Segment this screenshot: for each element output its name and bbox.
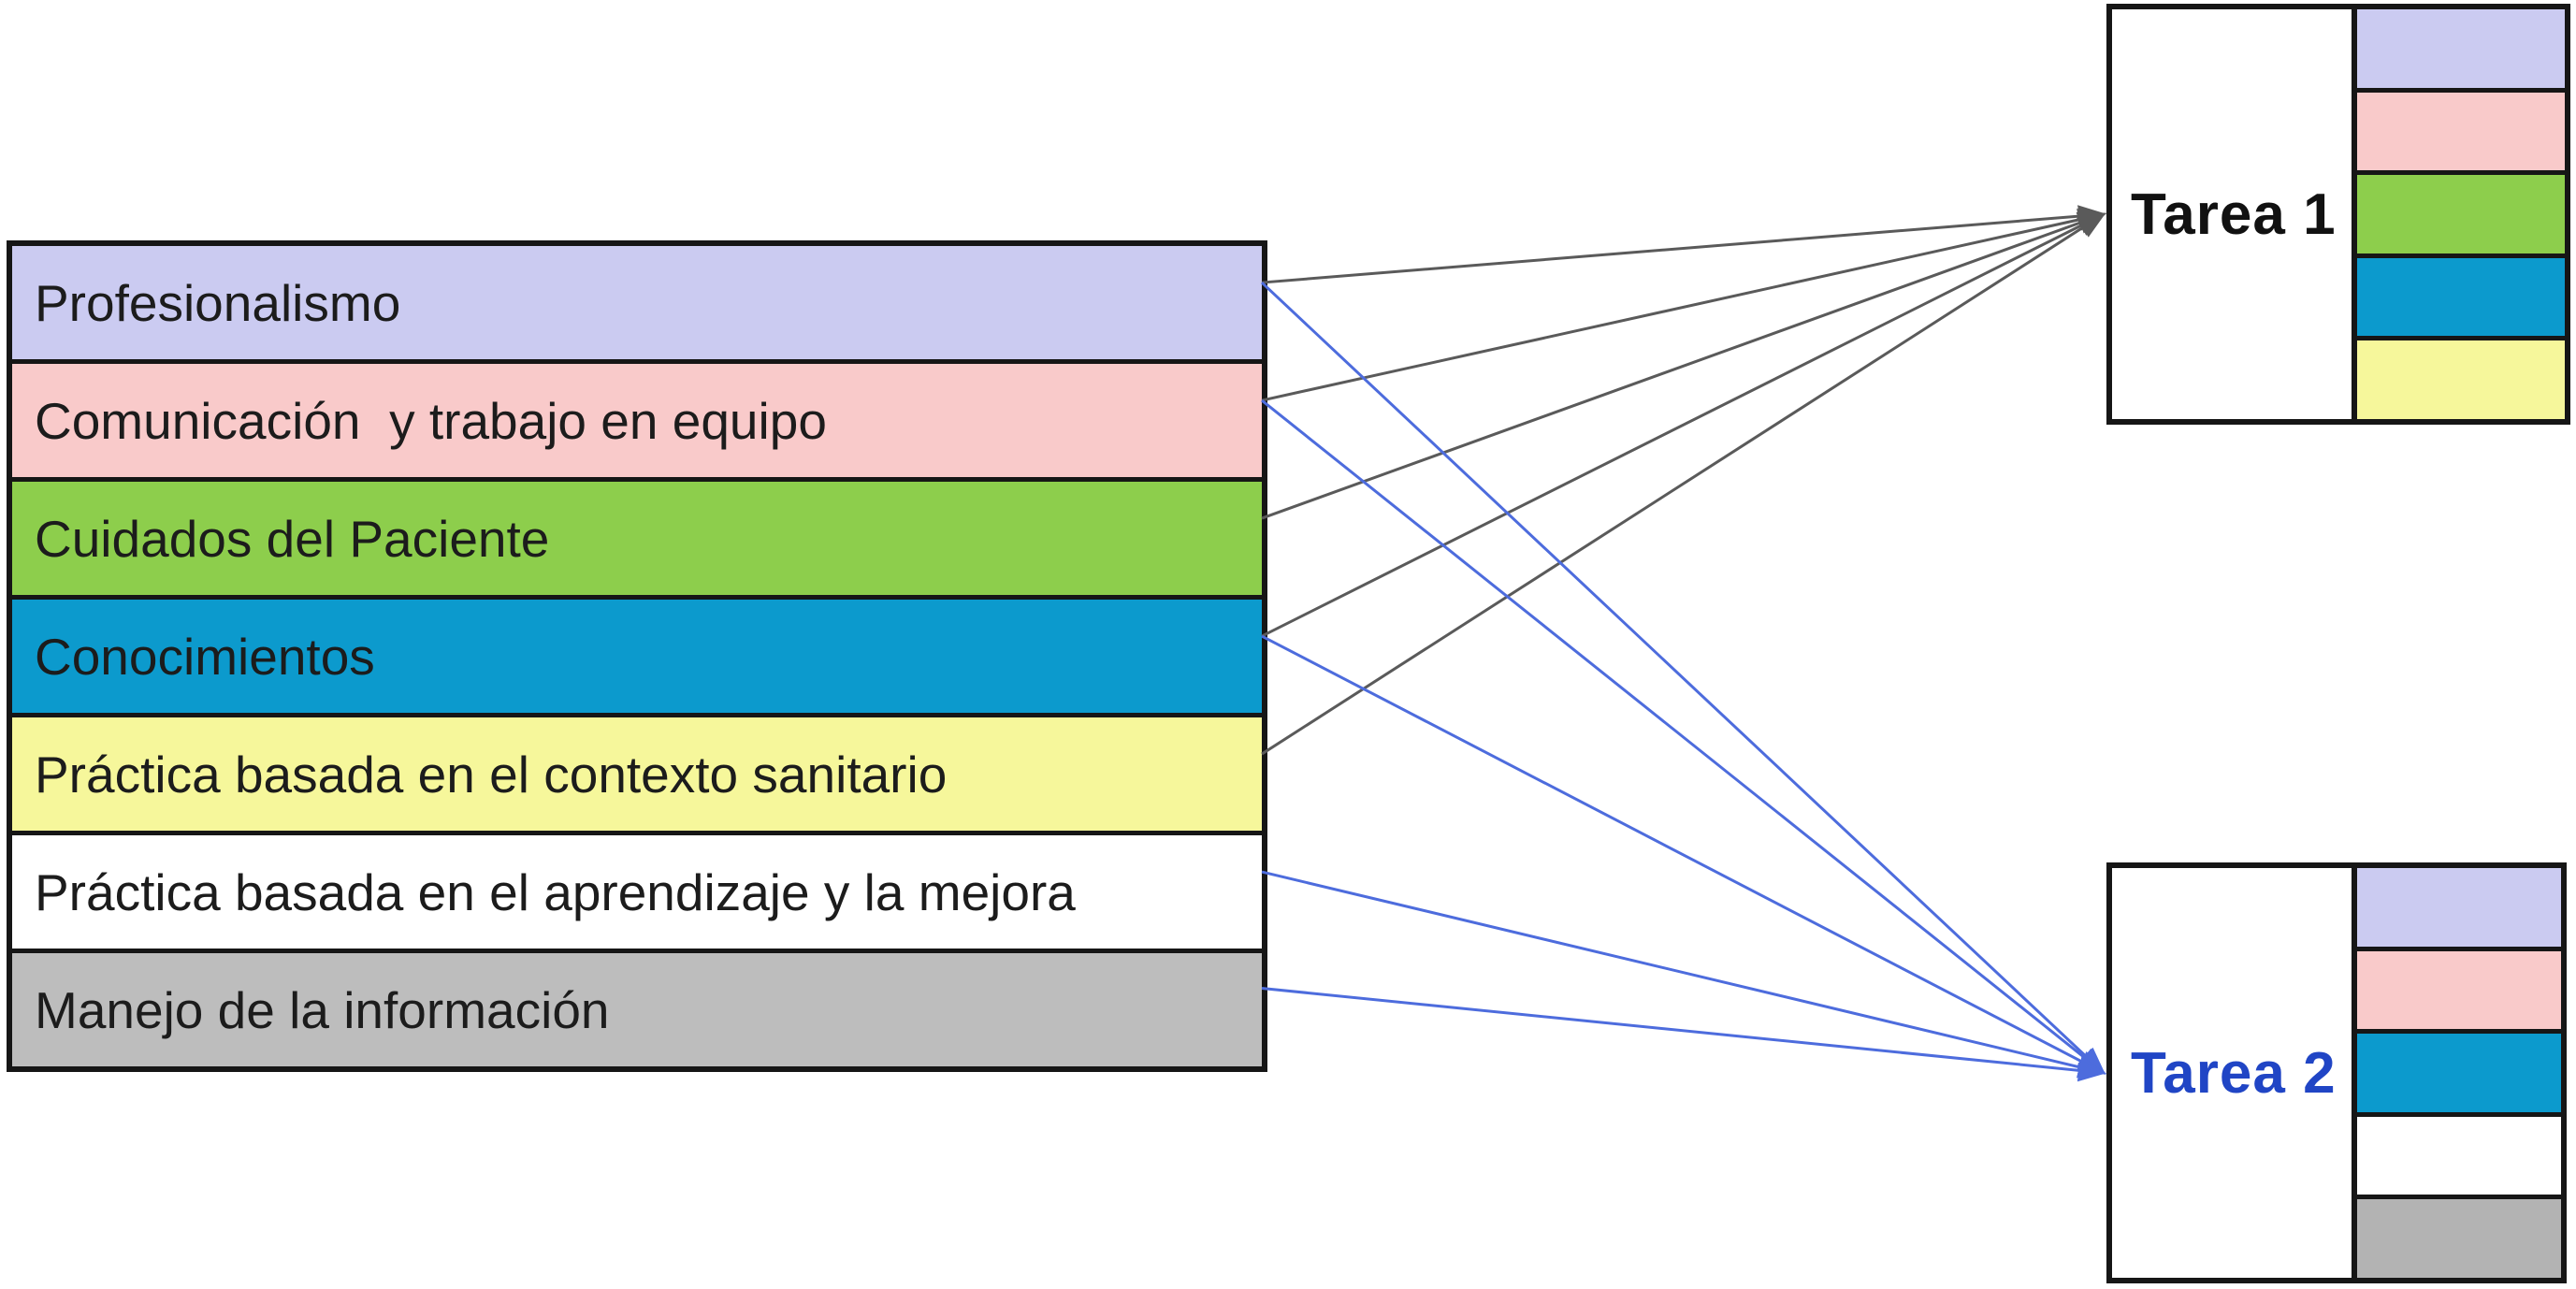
task-strips	[2352, 9, 2565, 419]
connector-tarea2-row-6	[1261, 987, 2106, 1082]
task-label-area: Tarea 2	[2112, 868, 2352, 1278]
task-strips	[2352, 868, 2561, 1278]
competency-label: Conocimientos	[35, 627, 375, 686]
competency-row-manejo-informacion: Manejo de la información	[12, 953, 1262, 1066]
competency-label: Práctica basada en el contexto sanitario	[35, 745, 948, 804]
tarea2-strip-gray	[2357, 1199, 2561, 1278]
tarea1-strip-blue	[2357, 257, 2565, 341]
connector-tarea1-row-0	[1261, 205, 2106, 284]
connector-tarea2-row-3	[1261, 634, 2106, 1075]
tarea2-strip-white	[2357, 1116, 2561, 1200]
competencies-box: Profesionalismo Comunicación y trabajo e…	[7, 240, 1267, 1072]
task-label-area: Tarea 1	[2112, 9, 2352, 419]
task-title-tarea-2: Tarea 2	[2131, 1040, 2337, 1106]
competency-row-comunicacion: Comunicación y trabajo en equipo	[12, 364, 1262, 482]
task-box-tarea-1: Tarea 1	[2106, 4, 2570, 425]
task-box-tarea-2: Tarea 2	[2106, 862, 2567, 1283]
connector-tarea1-row-3	[1261, 212, 2106, 638]
tarea1-strip-green	[2357, 175, 2565, 258]
competency-row-profesionalismo: Profesionalismo	[12, 246, 1262, 364]
tarea1-strip-yellow	[2357, 340, 2565, 419]
competency-row-practica-aprendizaje: Práctica basada en el aprendizaje y la m…	[12, 835, 1262, 953]
connector-tarea2-row-5	[1261, 870, 2106, 1079]
competency-label: Cuidados del Paciente	[35, 509, 550, 568]
tarea1-strip-pink	[2357, 92, 2565, 176]
tarea2-strip-pink	[2357, 950, 2561, 1035]
tarea2-strip-lavender	[2357, 868, 2561, 951]
connector-tarea1-row-4	[1261, 212, 2106, 756]
tarea1-strip-lavender	[2357, 9, 2565, 93]
competency-label: Profesionalismo	[35, 273, 401, 332]
tarea2-strip-blue	[2357, 1034, 2561, 1117]
connector-tarea1-row-1	[1261, 209, 2106, 402]
competency-row-cuidados: Cuidados del Paciente	[12, 482, 1262, 600]
connector-tarea2-row-0	[1260, 281, 2106, 1076]
competency-label: Práctica basada en el aprendizaje y la m…	[35, 862, 1076, 921]
competency-label: Comunicación y trabajo en equipo	[35, 391, 827, 450]
competency-label: Manejo de la información	[35, 980, 610, 1039]
competency-row-conocimientos: Conocimientos	[12, 600, 1262, 717]
connector-tarea1-row-2	[1261, 211, 2106, 520]
connector-tarea2-row-1	[1261, 398, 2106, 1075]
competency-row-practica-contexto: Práctica basada en el contexto sanitario	[12, 717, 1262, 835]
task-title-tarea-1: Tarea 1	[2131, 181, 2337, 247]
